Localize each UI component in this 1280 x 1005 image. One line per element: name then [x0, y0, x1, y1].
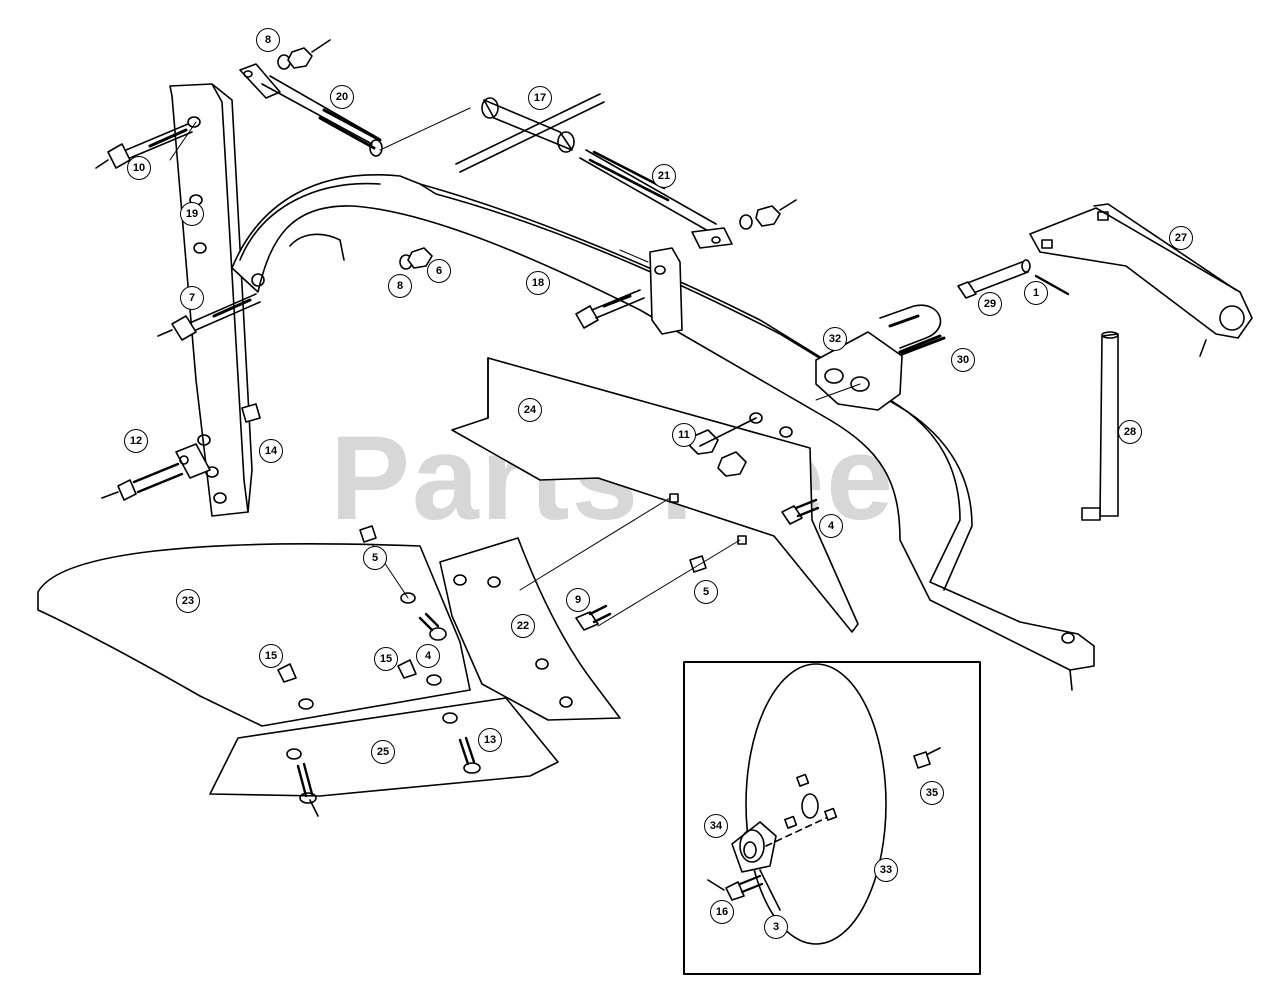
- part-bolts-standard: [95, 123, 261, 341]
- callout-18: 18: [526, 271, 550, 295]
- callout-6: 6: [427, 259, 451, 283]
- part-tongue: [1029, 203, 1253, 357]
- part-clip-bolt: [101, 403, 261, 501]
- part-pin-cotter: [957, 259, 1070, 299]
- callout-1: 1: [1024, 281, 1048, 305]
- callout-5-right: 5: [694, 580, 718, 604]
- callout-5-left: 5: [363, 546, 387, 570]
- callout-29: 29: [978, 292, 1002, 316]
- callout-33: 33: [874, 858, 898, 882]
- part-hardware-top: [277, 39, 797, 270]
- part-main-beam: [231, 174, 1095, 691]
- callout-19: 19: [180, 202, 204, 226]
- inset-disc-coulter: [683, 661, 981, 975]
- callout-4-left: 4: [416, 644, 440, 668]
- callout-30: 30: [951, 348, 975, 372]
- callout-3: 3: [764, 915, 788, 939]
- part-clevis: [815, 304, 946, 411]
- callout-11: 11: [672, 423, 696, 447]
- callout-17: 17: [528, 86, 552, 110]
- callout-15-right: 15: [374, 647, 398, 671]
- callout-15-left: 15: [259, 644, 283, 668]
- callout-27: 27: [1169, 226, 1193, 250]
- part-threaded-adjuster: [579, 149, 733, 249]
- part-bolt-right: [781, 498, 820, 525]
- part-pin-tube: [455, 93, 605, 173]
- callout-8-top: 8: [256, 28, 280, 52]
- callout-20: 20: [330, 85, 354, 109]
- callout-28: 28: [1118, 420, 1142, 444]
- part-nuts-landside: [689, 417, 757, 477]
- callout-16: 16: [710, 900, 734, 924]
- callout-8-mid: 8: [388, 274, 412, 298]
- callout-13: 13: [478, 728, 502, 752]
- callout-23: 23: [176, 589, 200, 613]
- callout-14: 14: [259, 439, 283, 463]
- callout-10: 10: [127, 156, 151, 180]
- part-upper-rod: [239, 63, 383, 157]
- part-landside: [451, 357, 859, 633]
- part-vertical-rod: [1081, 331, 1119, 521]
- callout-7: 7: [180, 286, 204, 310]
- callout-24: 24: [518, 398, 542, 422]
- callout-4-right: 4: [819, 514, 843, 538]
- part-moldboard: [37, 543, 471, 727]
- callout-35: 35: [920, 781, 944, 805]
- callout-12: 12: [124, 429, 148, 453]
- part-standard: [169, 83, 253, 517]
- callout-34: 34: [704, 814, 728, 838]
- part-beam-bolt: [575, 289, 645, 329]
- callout-9: 9: [566, 588, 590, 612]
- callout-21: 21: [652, 164, 676, 188]
- callout-25: 25: [371, 740, 395, 764]
- callout-32: 32: [823, 327, 847, 351]
- callout-22: 22: [511, 614, 535, 638]
